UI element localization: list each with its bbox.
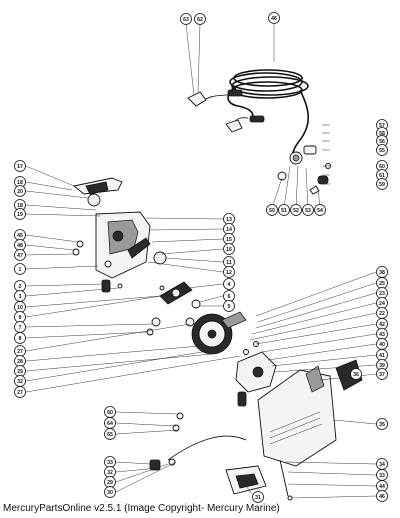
svg-text:6: 6 <box>228 294 231 300</box>
svg-text:47: 47 <box>17 253 23 259</box>
control-handle-17 <box>25 165 123 207</box>
clip-parts-62-63 <box>185 23 243 133</box>
svg-text:24: 24 <box>379 301 385 307</box>
svg-text:23: 23 <box>379 291 385 297</box>
svg-text:59: 59 <box>379 182 385 188</box>
svg-text:50: 50 <box>269 208 275 214</box>
svg-text:41: 41 <box>379 353 385 359</box>
svg-text:3: 3 <box>19 294 22 300</box>
svg-text:39: 39 <box>379 363 385 369</box>
svg-text:32: 32 <box>107 470 113 476</box>
svg-text:18: 18 <box>17 180 23 186</box>
svg-text:62: 62 <box>197 17 203 23</box>
svg-text:46: 46 <box>271 16 277 22</box>
svg-text:33: 33 <box>379 473 385 479</box>
svg-text:29: 29 <box>107 480 113 486</box>
svg-text:61: 61 <box>379 173 385 179</box>
throttle-cam <box>146 281 201 336</box>
svg-text:17: 17 <box>17 164 23 170</box>
svg-text:60: 60 <box>107 410 113 416</box>
control-housing <box>72 211 167 293</box>
svg-text:10: 10 <box>17 305 23 311</box>
svg-text:22: 22 <box>379 311 385 317</box>
svg-text:20: 20 <box>17 189 23 195</box>
callout-labels: 63 62 46 57 58 56 55 60 61 59 50 51 52 5… <box>14 12 388 503</box>
svg-text:9: 9 <box>19 315 22 321</box>
svg-text:57: 57 <box>379 123 385 129</box>
svg-text:25: 25 <box>379 281 385 287</box>
svg-text:33: 33 <box>107 460 113 466</box>
svg-text:5: 5 <box>228 304 231 310</box>
svg-text:45: 45 <box>17 233 23 239</box>
svg-text:55: 55 <box>379 148 385 154</box>
svg-text:48: 48 <box>17 243 23 249</box>
wiring-harness-46 <box>203 18 310 165</box>
svg-text:53: 53 <box>305 208 311 214</box>
svg-text:27: 27 <box>17 349 23 355</box>
shift-gear-wheel <box>185 311 247 355</box>
svg-text:63: 63 <box>183 17 189 23</box>
svg-text:18: 18 <box>17 203 23 209</box>
svg-text:51: 51 <box>281 208 287 214</box>
svg-text:4: 4 <box>228 282 231 288</box>
svg-text:64: 64 <box>107 421 113 427</box>
image-copyright-caption: MercuryPartsOnline v2.5.1 (Image Copyrig… <box>3 503 280 514</box>
svg-text:8: 8 <box>19 336 22 342</box>
svg-text:15: 15 <box>226 237 232 243</box>
svg-text:7: 7 <box>19 325 22 331</box>
svg-text:43: 43 <box>379 332 385 338</box>
svg-text:42: 42 <box>379 322 385 328</box>
svg-text:37: 37 <box>379 372 385 378</box>
key-switch-assembly <box>271 124 331 209</box>
svg-text:30: 30 <box>107 490 113 496</box>
svg-text:44: 44 <box>379 484 385 490</box>
svg-text:60: 60 <box>379 164 385 170</box>
svg-text:38: 38 <box>379 270 385 276</box>
svg-text:14: 14 <box>226 227 232 233</box>
svg-text:46: 46 <box>379 494 385 500</box>
svg-text:65: 65 <box>107 432 113 438</box>
svg-text:12: 12 <box>226 270 232 276</box>
svg-text:29: 29 <box>17 369 23 375</box>
svg-text:58: 58 <box>379 131 385 137</box>
svg-text:13: 13 <box>226 217 232 223</box>
svg-text:40: 40 <box>379 342 385 348</box>
shift-arm-assembly <box>235 341 277 407</box>
lower-cable-parts <box>149 412 267 495</box>
svg-text:28: 28 <box>17 359 23 365</box>
svg-text:1: 1 <box>19 267 22 273</box>
svg-text:54: 54 <box>317 208 323 214</box>
svg-text:16: 16 <box>226 247 232 253</box>
svg-text:35: 35 <box>379 422 385 428</box>
svg-text:2: 2 <box>19 284 22 290</box>
svg-text:32: 32 <box>17 379 23 385</box>
svg-text:34: 34 <box>379 462 385 468</box>
svg-text:27: 27 <box>17 390 23 396</box>
svg-text:19: 19 <box>17 212 23 218</box>
svg-text:31: 31 <box>255 495 261 501</box>
svg-text:36: 36 <box>353 372 359 378</box>
svg-text:52: 52 <box>293 208 299 214</box>
svg-text:56: 56 <box>379 139 385 145</box>
housing-cover-35 <box>257 359 363 501</box>
svg-text:11: 11 <box>226 260 232 266</box>
